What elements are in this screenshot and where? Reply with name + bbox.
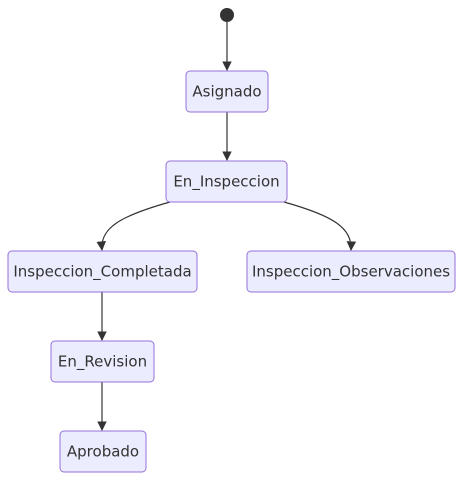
- state-label: Aprobado: [67, 443, 139, 461]
- state-aprobado[interactable]: Aprobado: [59, 430, 147, 473]
- state-label: Inspeccion_Completada: [13, 263, 191, 282]
- state-inspeccion-completada[interactable]: Inspeccion_Completada: [7, 250, 198, 293]
- state-label: En_Inspeccion: [173, 173, 279, 192]
- state-en-revision[interactable]: En_Revision: [50, 340, 155, 383]
- state-asignado[interactable]: Asignado: [185, 70, 269, 113]
- edge-en-inspeccion-inspeccion-completada: [96, 201, 171, 251]
- state-label: En_Revision: [58, 353, 147, 372]
- state-en-inspeccion[interactable]: En_Inspeccion: [165, 160, 288, 203]
- state-label: Asignado: [192, 83, 261, 101]
- start-node: [220, 8, 234, 22]
- state-label: Inspeccion_Observaciones: [252, 263, 450, 282]
- edge-en-inspeccion-inspeccion-observaciones: [283, 201, 357, 251]
- state-inspeccion-observaciones[interactable]: Inspeccion_Observaciones: [246, 250, 456, 293]
